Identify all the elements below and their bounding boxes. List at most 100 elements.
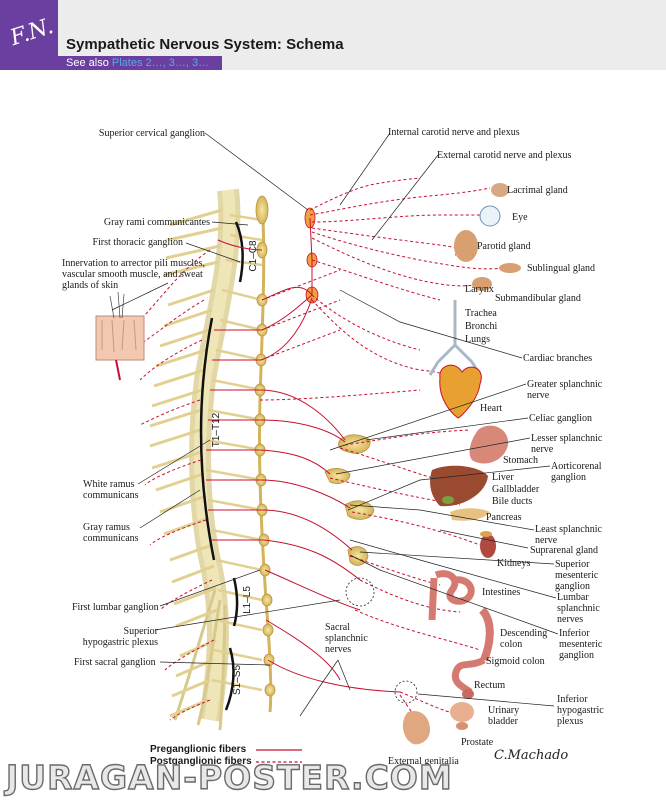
label-innervation-line2: vascular smooth muscle, and sweat: [62, 269, 203, 280]
label-lumbar-splanchnic-line1: Lumbar: [557, 592, 589, 603]
label-inferior-hypogastric-line3: plexus: [557, 716, 583, 727]
parotid-gland-icon: [454, 230, 478, 262]
label-sacral-splanchnic-line2: splanchnic: [325, 633, 368, 644]
label-stomach: Stomach: [503, 455, 538, 466]
label-urinary-bladder-line2: bladder: [488, 716, 519, 727]
urinary-bladder-icon: [450, 702, 474, 722]
label-intestines: Intestines: [482, 587, 520, 598]
descending-colon-icon: [478, 607, 494, 662]
label-sacral-splanchnic-line3: nerves: [325, 644, 351, 655]
label-least-splanchnic-line1: Least splanchnic: [535, 524, 602, 535]
label-greater-splanchnic-line2: nerve: [527, 390, 550, 401]
label-parotid-gland: Parotid gland: [477, 241, 531, 252]
prostate-icon: [456, 722, 468, 730]
netter-logo: F.N.: [0, 0, 58, 70]
label-white-ramus-line1: White ramus: [83, 479, 134, 490]
plexus-circles: [345, 577, 418, 704]
label-prostate: Prostate: [461, 737, 494, 748]
segment-label-sacral: S1–S5: [232, 665, 243, 695]
label-first-lumbar-ganglion: First lumbar ganglion: [72, 602, 159, 613]
label-submandibular-gland: Submandibular gland: [495, 293, 581, 304]
label-superior-mesenteric-line2: mesenteric: [555, 570, 599, 581]
label-rectum: Rectum: [474, 680, 505, 691]
label-urinary-bladder-line1: Urinary: [488, 705, 519, 716]
netter-signature-icon: F.N.: [7, 13, 57, 52]
submandibular-gland-icon: [472, 277, 492, 291]
label-bronchi: Bronchi: [465, 321, 497, 332]
suprarenal-gland-icon: [480, 531, 492, 537]
label-inferior-mesenteric-line1: Inferior: [559, 628, 590, 639]
label-aorticorenal-line1: Aorticorenal: [551, 461, 602, 472]
segment-label-lumbar: L1–L5: [242, 586, 253, 614]
pancreas-icon: [450, 508, 490, 521]
label-lumbar-splanchnic-line3: nerves: [557, 614, 583, 625]
label-lesser-splanchnic-line2: nerve: [531, 444, 554, 455]
see-also-bar: See also Plates 2…, 3…, 3…: [58, 56, 222, 70]
preganglionic-fibers: [206, 217, 401, 693]
label-superior-mesenteric-line3: ganglion: [555, 581, 590, 592]
sympathetic-schema-diagram: C1–C8 T1–T12 L1–L5 S1–S5: [62, 127, 604, 767]
stomach-icon: [469, 425, 509, 464]
prevertebral-ganglia: [324, 434, 375, 566]
label-sigmoid-colon: Sigmoid colon: [486, 656, 545, 667]
lacrimal-gland-icon: [491, 183, 509, 197]
label-internal-carotid: Internal carotid nerve and plexus: [388, 127, 520, 138]
label-gallbladder: Gallbladder: [492, 484, 540, 495]
label-white-ramus-line2: communicans: [83, 490, 139, 501]
gallbladder-icon: [442, 496, 454, 504]
label-larynx: Larynx: [465, 284, 494, 295]
label-superior-hypogastric-line1: Superior: [124, 626, 159, 637]
label-gray-ramus-line2: communicans: [83, 533, 139, 544]
intestines-icon: [428, 570, 475, 621]
label-superior-hypogastric-line2: hypogastric plexus: [83, 637, 158, 648]
label-aorticorenal-line2: ganglion: [551, 472, 586, 483]
label-sacral-splanchnic-line1: Sacral: [325, 622, 350, 633]
label-lesser-splanchnic-line1: Lesser splanchnic: [531, 433, 603, 444]
label-greater-splanchnic-line1: Greater splanchnic: [527, 379, 603, 390]
segment-label-thoracic: T1–T12: [211, 412, 222, 447]
label-innervation-line1: Innervation to arrector pili muscles,: [62, 258, 205, 269]
label-external-genitalia: External genitalia: [388, 756, 459, 767]
leader-lines: [111, 132, 559, 717]
skin-block-icon: [95, 291, 145, 381]
segment-label-cervical: C1–C8: [248, 240, 259, 272]
label-descending-colon-line2: colon: [500, 639, 522, 650]
legend-preganglionic-label: Preganglionic fibers: [150, 744, 247, 755]
page-header: F.N. Sympathetic Nervous System: Schema …: [0, 0, 666, 70]
label-lacrimal-gland: Lacrimal gland: [507, 185, 568, 196]
label-innervation-line3: glands of skin: [62, 280, 118, 291]
label-descending-colon-line1: Descending: [500, 628, 547, 639]
fiber-legend: Preganglionic fibers Postganglionic fibe…: [150, 744, 302, 767]
label-inferior-mesenteric-line3: ganglion: [559, 650, 594, 661]
segment-brackets: [199, 221, 244, 711]
label-bile-ducts: Bile ducts: [492, 496, 532, 507]
organ-illustrations: [95, 183, 521, 745]
label-trachea: Trachea: [465, 308, 497, 319]
liver-icon: [430, 465, 488, 507]
label-sublingual-gland: Sublingual gland: [527, 263, 595, 274]
label-heart: Heart: [480, 403, 502, 414]
watermark-text: JURAGAN-POSTER.COM: [5, 757, 453, 797]
label-external-carotid: External carotid nerve and plexus: [437, 150, 571, 161]
label-gray-ramus-line1: Gray ramus: [83, 522, 130, 533]
rectum-icon: [462, 689, 474, 699]
external-genitalia-icon: [402, 710, 430, 745]
sympathetic-trunk: [254, 195, 276, 713]
page-title: Sympathetic Nervous System: Schema: [66, 36, 344, 53]
label-lumbar-splanchnic-line2: splanchnic: [557, 603, 600, 614]
label-lungs: Lungs: [465, 334, 490, 345]
label-celiac-ganglion: Celiac ganglion: [529, 413, 592, 424]
see-also-plates-link[interactable]: Plates 2…, 3…, 3…: [111, 57, 210, 69]
label-superior-mesenteric-line1: Superior: [555, 559, 590, 570]
label-inferior-hypogastric-line2: hypogastric: [557, 705, 604, 716]
postganglionic-fibers: [129, 177, 511, 729]
spinal-nerves-right: [205, 213, 263, 692]
label-eye: Eye: [512, 212, 528, 223]
label-least-splanchnic-line2: nerve: [535, 535, 558, 546]
label-first-thoracic-ganglion: First thoracic ganglion: [92, 237, 183, 248]
label-inferior-mesenteric-line2: mesenteric: [559, 639, 603, 650]
see-also-prefix: See also: [66, 57, 109, 69]
legend-postganglionic-label: Postganglionic fibers: [150, 756, 252, 767]
eye-icon: [479, 205, 501, 227]
artist-signature: C.Machado: [494, 748, 569, 763]
